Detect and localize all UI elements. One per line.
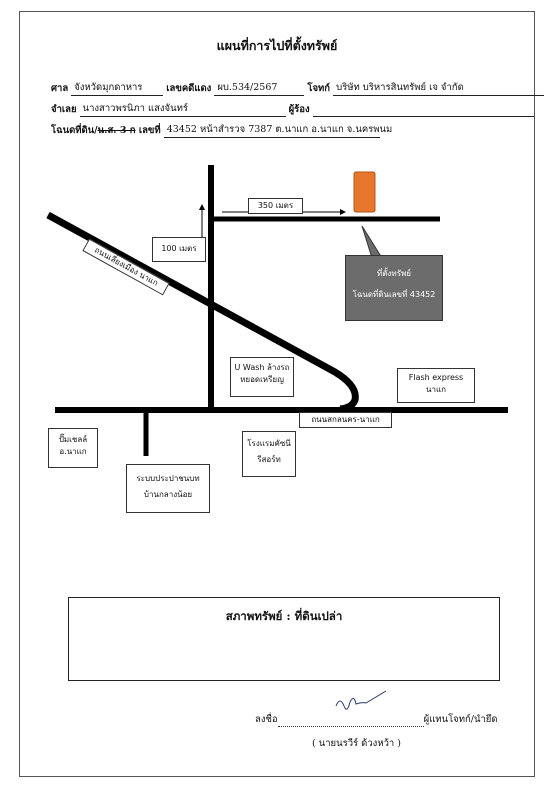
- hotel-line1: โรงแรมคัซนี: [247, 439, 291, 448]
- deed-label-prefix: โฉนดที่ดิน/: [51, 125, 98, 136]
- property-callout-pointer: [361, 225, 383, 259]
- deed-label-struck: น.ส. 3 ก: [97, 125, 136, 136]
- property-status-text: สภาพทรัพย์ : ที่ดินเปล่า: [225, 609, 343, 623]
- defendant-value: นางสาวพรนิภา แสงจันทร์: [79, 101, 286, 117]
- deed-value: 43452 หน้าสำรวจ 7387 ต.นาแก อ.นาแก จ.นคร…: [163, 122, 392, 138]
- petitioner-label: ผู้ร้อง: [288, 104, 310, 115]
- defendant-label: จำเลย: [51, 104, 77, 115]
- header-row-defendant: จำเลย นางสาวพรนิภา แสงจันทร์ ผู้ร้อง: [51, 101, 534, 117]
- landmark-shell-pump: ปั๊มเชลล์ อ.นาแก: [48, 428, 98, 468]
- water-line1: ระบบประปาชนบท: [136, 474, 200, 483]
- red-case-label: เลขคดีแดง: [166, 83, 212, 94]
- court-label: ศาล: [51, 83, 69, 94]
- property-status-box: สภาพทรัพย์ : ที่ดินเปล่า: [68, 597, 500, 681]
- landmark-uwash: U Wash ล้างรถ หยอดเหรียญ: [230, 357, 294, 397]
- road-label-main: ถนนสกลนคร-นาแก: [299, 412, 392, 428]
- signer-role: ผู้แทนโจทก์/นำยึด: [423, 714, 498, 725]
- property-label-line1: ที่ตั้งทรัพย์: [377, 269, 411, 278]
- header-row-court: ศาล จังหวัดมุกดาหาร เลขคดีแดง ผบ.534/256…: [51, 80, 545, 96]
- uwash-line1: U Wash ล้างรถ: [234, 363, 290, 372]
- uwash-line2: หยอดเหรียญ: [240, 375, 284, 384]
- pump-line2: อ.นาแก: [59, 447, 87, 456]
- hotel-line2: รีสอร์ท: [257, 455, 281, 464]
- flash-line2: นาแก: [426, 385, 446, 394]
- plaintiff-label: โจทก์: [307, 83, 331, 94]
- sign-label: ลงชื่อ: [255, 714, 278, 725]
- property-location-box: ที่ตั้งทรัพย์ โฉนดที่ดินเลขที่ 43452: [345, 255, 443, 321]
- flash-line1: Flash express: [408, 373, 464, 382]
- distance-350-label: 350 เมตร: [248, 198, 303, 214]
- deed-label-suffix: เลขที่: [135, 125, 161, 136]
- distance-100-label: 100 เมตร: [152, 237, 206, 262]
- signature-line: ลงชื่อ ผู้แทนโจทก์/นำยึด: [255, 712, 498, 727]
- petitioner-value: [312, 105, 534, 117]
- property-label-line2: โฉนดที่ดินเลขที่ 43452: [352, 290, 436, 299]
- landmark-flash-express: Flash express นาแก: [397, 368, 475, 403]
- diagonal-road: [46, 211, 359, 413]
- water-line2: บ้านกลางน้อย: [143, 490, 193, 499]
- landmark-water-supply: ระบบประปาชนบท บ้านกลางน้อย: [126, 464, 210, 513]
- property-marker: [353, 171, 376, 213]
- landmark-hotel: โรงแรมคัซนี รีสอร์ท: [242, 431, 296, 477]
- signature-dots: [277, 726, 424, 727]
- plaintiff-value: บริษัท บริหารสินทรัพย์ เจ จำกัด: [333, 80, 545, 96]
- signer-name: ( นายนรวีร์ ด้วงหว้า ): [312, 738, 401, 749]
- court-value: จังหวัดมุกดาหาร: [71, 80, 164, 96]
- header-row-deed: โฉนดที่ดิน/น.ส. 3 ก เลขที่ 43452 หน้าสำร…: [51, 122, 392, 138]
- page-title: แผนที่การไปที่ตั้งทรัพย์: [216, 38, 338, 53]
- pump-line1: ปั๊มเชลล์: [58, 435, 88, 444]
- signature-scribble: [335, 690, 387, 710]
- red-case-value: ผบ.534/2567: [214, 80, 305, 96]
